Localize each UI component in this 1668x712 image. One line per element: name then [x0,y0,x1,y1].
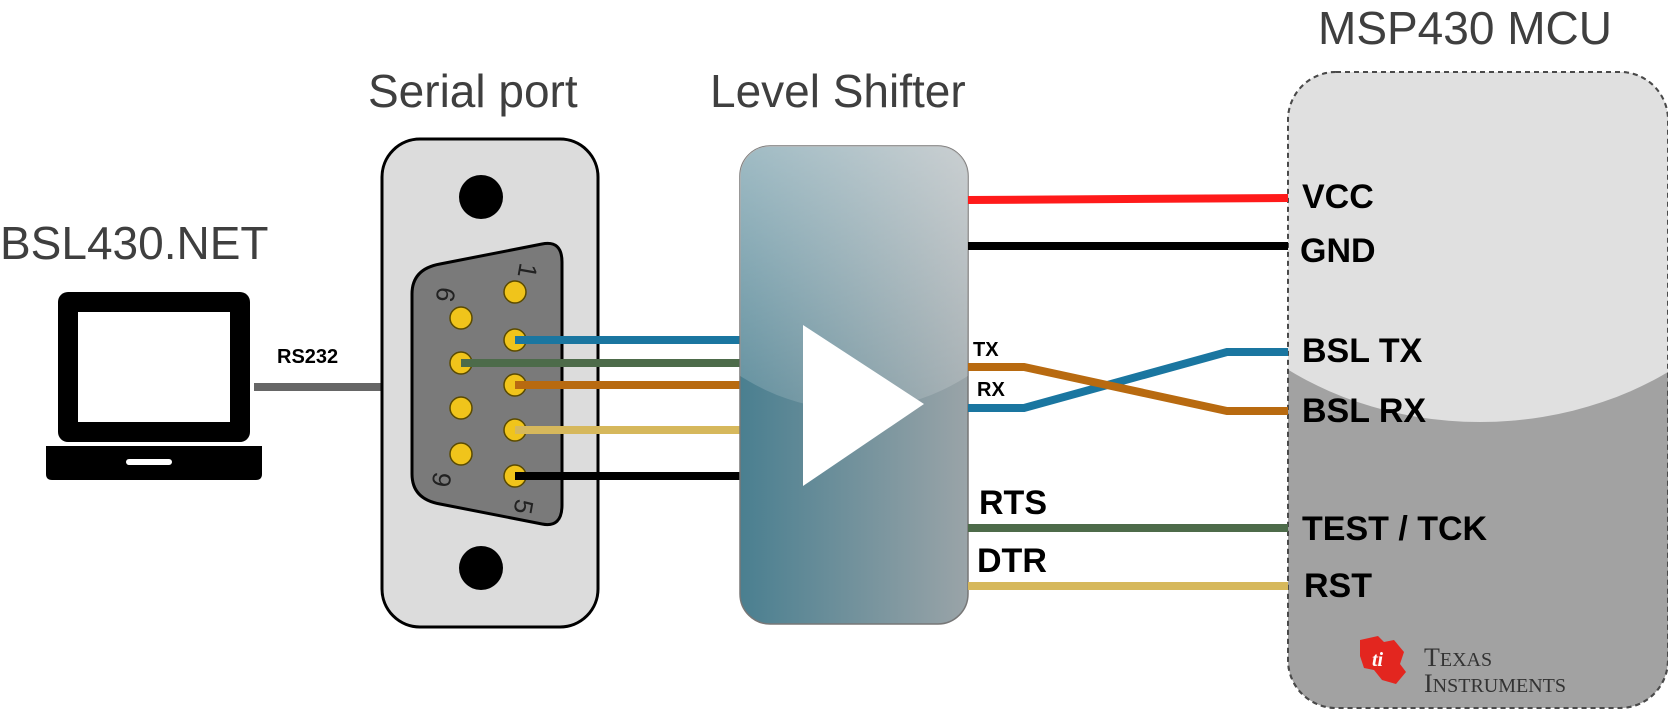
mcu-pin-vcc: VCC [1302,178,1374,216]
rx-label: RX [977,379,1005,401]
db9-pin-label-1: 1 [512,261,544,280]
db9-pin-8 [449,396,473,420]
texas-state-icon [1360,636,1406,684]
wire-vcc [967,194,1289,204]
mcu-pin-gnd: GND [1300,232,1376,270]
mcu-pin-test: TEST / TCK [1302,510,1488,548]
db9-pin-label-5: 5 [508,497,540,516]
level-shifter-box [739,145,969,625]
db9-pin-6 [449,306,473,330]
rts-label: RTS [979,484,1047,522]
tx-label: TX [973,339,999,361]
laptop-icon [46,292,262,480]
play-triangle-icon [803,325,924,486]
rs232-label: RS232 [277,346,338,368]
db9-pin-label-9: 9 [426,470,458,489]
mcu-title: MSP430 MCU [1318,2,1612,54]
dtr-label: DTR [977,542,1047,580]
mcu-pin-bsl-rx: BSL RX [1302,392,1426,430]
ti-logo-line1: TEXAS [1424,643,1492,672]
mcu-pin-rst: RST [1304,567,1372,605]
level-shifter-title: Level Shifter [710,65,966,117]
wire-rx-to-bsl-tx [968,348,1288,412]
mcu-box [1287,71,1668,709]
db9-pin-9 [449,442,473,466]
db9-pin-1 [503,280,527,304]
ti-logo-line2: INSTRUMENTS [1424,669,1566,698]
wire-tx-to-bsl-rx [968,363,1288,415]
svg-text:ti: ti [1372,649,1384,671]
mounting-hole-bottom [459,546,503,590]
pc-title: BSL430.NET [0,217,268,269]
db9-pin-label-6: 6 [430,285,462,304]
mounting-hole-top [459,175,503,219]
serial-port-title: Serial port [368,65,578,117]
db9-wires [461,336,740,480]
ti-logo: ti TEXAS INSTRUMENTS [1360,636,1566,698]
mcu-wires [967,194,1289,590]
mcu-pin-bsl-tx: BSL TX [1302,332,1423,370]
